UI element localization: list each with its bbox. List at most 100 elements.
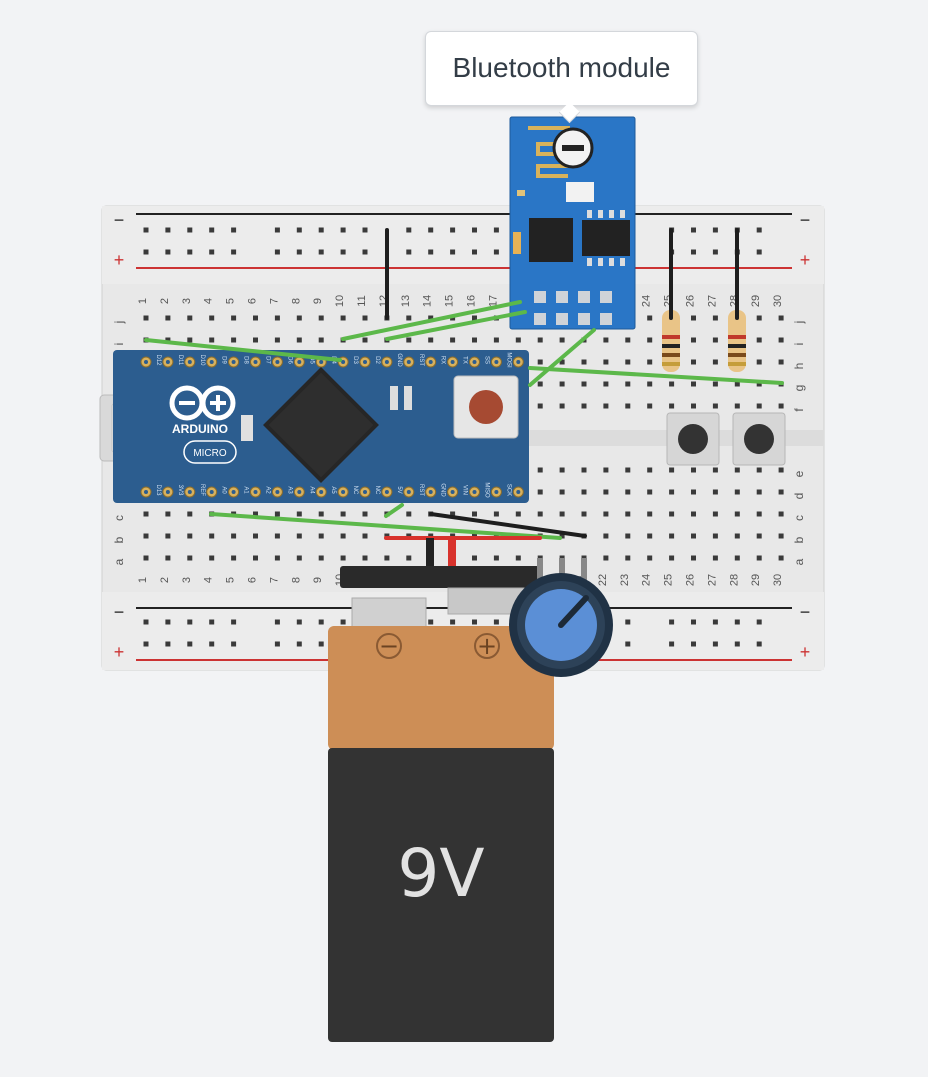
breadboard-hole[interactable] bbox=[669, 641, 675, 647]
breadboard-hole[interactable] bbox=[581, 511, 587, 517]
breadboard-hole[interactable] bbox=[428, 315, 434, 321]
breadboard-hole[interactable] bbox=[559, 467, 565, 473]
breadboard-hole[interactable] bbox=[581, 381, 587, 387]
breadboard-hole[interactable] bbox=[669, 533, 675, 539]
breadboard-hole[interactable] bbox=[209, 337, 215, 343]
breadboard-hole[interactable] bbox=[647, 381, 653, 387]
breadboard-hole[interactable] bbox=[209, 227, 215, 233]
breadboard-hole[interactable] bbox=[296, 641, 302, 647]
breadboard-hole[interactable] bbox=[603, 533, 609, 539]
breadboard-hole[interactable] bbox=[165, 227, 171, 233]
breadboard-hole[interactable] bbox=[428, 337, 434, 343]
breadboard-hole[interactable] bbox=[165, 533, 171, 539]
breadboard-hole[interactable] bbox=[756, 555, 762, 561]
breadboard-hole[interactable] bbox=[537, 511, 543, 517]
breadboard-hole[interactable] bbox=[756, 533, 762, 539]
breadboard-hole[interactable] bbox=[669, 511, 675, 517]
breadboard-hole[interactable] bbox=[231, 227, 237, 233]
breadboard-hole[interactable] bbox=[756, 489, 762, 495]
breadboard-hole[interactable] bbox=[691, 359, 696, 365]
breadboard-hole[interactable] bbox=[691, 641, 696, 647]
breadboard-hole[interactable] bbox=[778, 359, 784, 365]
breadboard-hole[interactable] bbox=[756, 511, 762, 517]
breadboard-hole[interactable] bbox=[274, 337, 280, 343]
breadboard-hole[interactable] bbox=[756, 403, 762, 409]
breadboard-hole[interactable] bbox=[559, 489, 565, 495]
breadboard-hole[interactable] bbox=[712, 619, 718, 625]
breadboard-hole[interactable] bbox=[165, 619, 171, 625]
breadboard-hole[interactable] bbox=[318, 619, 324, 625]
breadboard-hole[interactable] bbox=[778, 511, 784, 517]
breadboard-hole[interactable] bbox=[362, 249, 368, 255]
breadboard-hole[interactable] bbox=[362, 337, 368, 343]
breadboard-hole[interactable] bbox=[625, 511, 631, 517]
resistor-2[interactable] bbox=[728, 310, 746, 372]
breadboard-hole[interactable] bbox=[296, 555, 302, 561]
breadboard-hole[interactable] bbox=[274, 249, 280, 255]
module-pin[interactable] bbox=[534, 291, 546, 303]
breadboard-hole[interactable] bbox=[712, 467, 718, 473]
breadboard-hole[interactable] bbox=[274, 641, 280, 647]
breadboard-hole[interactable] bbox=[691, 619, 696, 625]
module-pin[interactable] bbox=[578, 291, 590, 303]
breadboard-hole[interactable] bbox=[691, 227, 696, 233]
breadboard-hole[interactable] bbox=[406, 337, 412, 343]
breadboard-hole[interactable] bbox=[756, 381, 762, 387]
breadboard-hole[interactable] bbox=[209, 555, 215, 561]
module-pin[interactable] bbox=[600, 313, 612, 325]
breadboard-hole[interactable] bbox=[756, 337, 762, 343]
breadboard-hole[interactable] bbox=[559, 337, 565, 343]
breadboard-hole[interactable] bbox=[428, 227, 434, 233]
breadboard-hole[interactable] bbox=[691, 249, 696, 255]
breadboard-hole[interactable] bbox=[253, 555, 258, 561]
breadboard-hole[interactable] bbox=[603, 381, 609, 387]
breadboard-hole[interactable] bbox=[493, 249, 499, 255]
breadboard-hole[interactable] bbox=[406, 315, 412, 321]
breadboard-hole[interactable] bbox=[625, 619, 631, 625]
breadboard-hole[interactable] bbox=[712, 489, 718, 495]
breadboard-hole[interactable] bbox=[603, 337, 609, 343]
breadboard-hole[interactable] bbox=[253, 533, 258, 539]
breadboard-hole[interactable] bbox=[778, 315, 784, 321]
breadboard-hole[interactable] bbox=[559, 511, 565, 517]
breadboard-hole[interactable] bbox=[493, 337, 499, 343]
breadboard-hole[interactable] bbox=[647, 467, 653, 473]
breadboard-hole[interactable] bbox=[603, 359, 609, 365]
resistor-1[interactable] bbox=[662, 310, 680, 372]
breadboard-hole[interactable] bbox=[340, 315, 346, 321]
breadboard-hole[interactable] bbox=[187, 337, 193, 343]
module-pin[interactable] bbox=[556, 313, 568, 325]
breadboard-hole[interactable] bbox=[712, 641, 718, 647]
breadboard-hole[interactable] bbox=[691, 489, 696, 495]
breadboard-hole[interactable] bbox=[515, 555, 521, 561]
breadboard-hole[interactable] bbox=[734, 403, 740, 409]
breadboard-hole[interactable] bbox=[712, 315, 718, 321]
breadboard-hole[interactable] bbox=[647, 533, 653, 539]
breadboard-hole[interactable] bbox=[712, 381, 718, 387]
breadboard-hole[interactable] bbox=[253, 337, 258, 343]
breadboard-hole[interactable] bbox=[603, 467, 609, 473]
breadboard-hole[interactable] bbox=[559, 381, 565, 387]
breadboard-hole[interactable] bbox=[625, 337, 631, 343]
breadboard-hole[interactable] bbox=[603, 403, 609, 409]
breadboard-hole[interactable] bbox=[450, 249, 456, 255]
breadboard-hole[interactable] bbox=[712, 249, 718, 255]
breadboard-hole[interactable] bbox=[669, 381, 675, 387]
breadboard-hole[interactable] bbox=[406, 511, 412, 517]
breadboard-hole[interactable] bbox=[318, 641, 324, 647]
breadboard-hole[interactable] bbox=[625, 641, 631, 647]
breadboard-hole[interactable] bbox=[778, 489, 784, 495]
breadboard-hole[interactable] bbox=[493, 227, 499, 233]
breadboard-hole[interactable] bbox=[472, 337, 477, 343]
breadboard-hole[interactable] bbox=[778, 337, 784, 343]
breadboard-hole[interactable] bbox=[362, 227, 368, 233]
breadboard-hole[interactable] bbox=[209, 641, 215, 647]
breadboard-hole[interactable] bbox=[712, 403, 718, 409]
breadboard-hole[interactable] bbox=[691, 467, 696, 473]
breadboard-hole[interactable] bbox=[296, 315, 302, 321]
breadboard-hole[interactable] bbox=[647, 315, 653, 321]
breadboard-hole[interactable] bbox=[691, 337, 696, 343]
breadboard-hole[interactable] bbox=[778, 555, 784, 561]
breadboard-hole[interactable] bbox=[537, 489, 543, 495]
breadboard-hole[interactable] bbox=[253, 315, 258, 321]
